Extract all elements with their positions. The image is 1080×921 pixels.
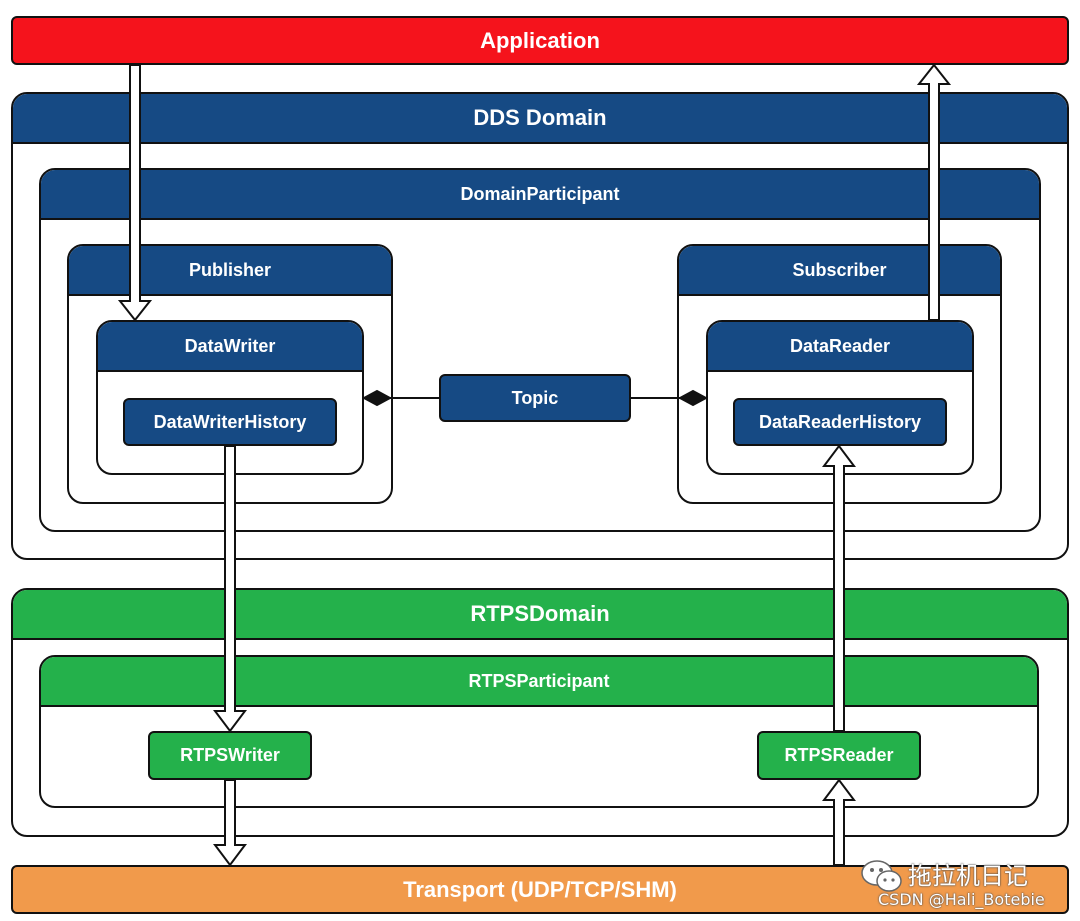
application-label: Application — [480, 27, 600, 53]
arrow-app-to-datawriter — [117, 64, 153, 322]
arrow-transport-to-rtpsreader — [822, 778, 856, 866]
data-reader-history-label: DataReaderHistory — [758, 411, 922, 432]
subscriber-header: Subscriber — [679, 246, 1000, 296]
rtps-participant: RTPSParticipant — [39, 655, 1039, 808]
data-writer-history: DataWriterHistory — [123, 398, 337, 446]
domain-participant-label: DomainParticipant — [460, 183, 620, 204]
wechat-icon — [861, 860, 902, 892]
data-writer: DataWriter — [96, 320, 364, 475]
arrow-history-to-rtpswriter — [213, 445, 247, 733]
data-reader-label: DataReader — [789, 335, 891, 356]
publisher-header: Publisher — [69, 246, 391, 296]
data-writer-label: DataWriter — [184, 335, 276, 356]
data-reader-header: DataReader — [708, 322, 972, 372]
publisher-label: Publisher — [188, 259, 272, 280]
arrow-rtpswriter-to-transport — [213, 779, 247, 867]
arrow-rtpsreader-to-history — [822, 444, 856, 732]
datawriter-diamond — [361, 389, 393, 407]
topic-label: Topic — [511, 387, 559, 408]
rtps-writer-label: RTPSWriter — [180, 745, 280, 765]
data-writer-header: DataWriter — [98, 322, 362, 372]
rtps-domain-label: RTPSDomain — [470, 601, 610, 626]
domain-participant-header: DomainParticipant — [41, 170, 1039, 220]
dds-domain-label: DDS Domain — [473, 105, 607, 130]
watermark: 拖拉机日记 CSDN @Hali_Botebie — [858, 854, 1073, 916]
watermark-author: CSDN @Hali_Botebie — [878, 890, 1045, 909]
watermark-title: 拖拉机日记 — [908, 862, 1028, 890]
application-layer: Application — [11, 16, 1069, 65]
data-writer-history-label: DataWriterHistory — [153, 411, 307, 432]
subscriber-label: Subscriber — [792, 259, 887, 280]
arrow-datareader-to-app — [916, 63, 952, 321]
data-reader-history: DataReaderHistory — [733, 398, 947, 446]
transport-label: Transport (UDP/TCP/SHM) — [403, 876, 677, 902]
rtps-domain-header: RTPSDomain — [13, 590, 1067, 640]
dds-domain-header: DDS Domain — [13, 94, 1067, 144]
rtps-reader-label: RTPSReader — [784, 745, 894, 765]
rtps-participant-label: RTPSParticipant — [468, 670, 610, 691]
rtps-participant-header: RTPSParticipant — [41, 657, 1037, 707]
topic: Topic — [439, 374, 631, 422]
datareader-diamond — [677, 389, 709, 407]
